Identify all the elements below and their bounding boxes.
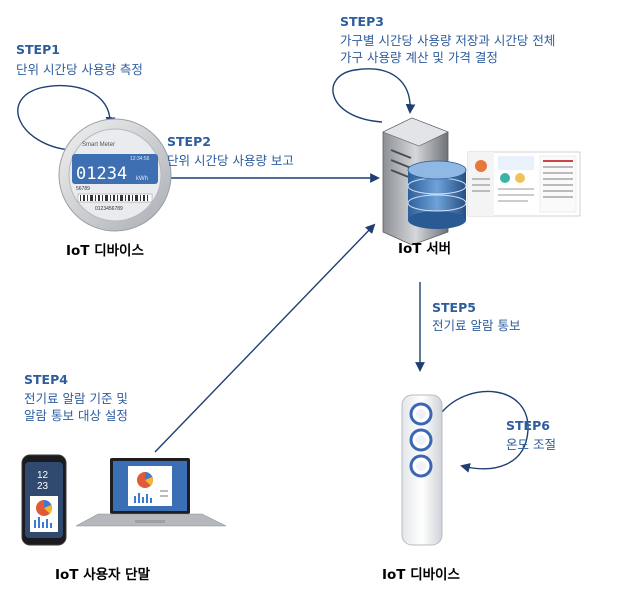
- meter-id-text: 56789: [76, 186, 90, 192]
- server-caption: IoT 서버: [398, 241, 452, 257]
- air-conditioner-icon: [401, 394, 443, 546]
- step4-title: STEP4: [24, 372, 68, 387]
- meter-serial-text: 0123456789: [95, 206, 123, 212]
- step3-desc-line1: 가구별 시간당 사용량 저장과 시간당 전체: [340, 33, 556, 48]
- meter-reading-text: 01234: [76, 164, 127, 184]
- meter-caption: IoT 디바이스: [66, 243, 144, 259]
- user-terminal-caption: IoT 사용자 단말: [55, 567, 151, 583]
- step4-desc-line1: 전기료 알람 기준 및: [24, 391, 128, 406]
- phone-clock-minute: 23: [37, 481, 49, 492]
- step2-desc: 단위 시간당 사용량 보고: [167, 153, 294, 168]
- meter-brand-text: Smart Meter: [82, 142, 115, 148]
- meter-time-text: 12:34:56: [130, 156, 150, 162]
- database-icon: [407, 160, 467, 229]
- meter-unit-text: kWh: [136, 176, 148, 182]
- laptop-icon: [75, 458, 227, 527]
- step3-desc-line2: 가구 사용량 계산 및 가격 결정: [340, 50, 498, 65]
- step1-title: STEP1: [16, 42, 60, 57]
- web-dashboard-thumbnail: [467, 151, 581, 217]
- step6-desc: 온도 조절: [506, 437, 556, 452]
- step4-arrow: [154, 223, 376, 453]
- step6-title: STEP6: [506, 418, 550, 433]
- smart-meter-icon: Smart Meter 12:34:56 01234 kWh 56789 012…: [58, 118, 172, 232]
- step6-loop-arrow: [441, 390, 529, 473]
- step2-title: STEP2: [167, 134, 211, 149]
- step1-desc: 단위 시간당 사용량 측정: [16, 62, 143, 77]
- step1-loop-arrow: [17, 84, 116, 151]
- step3-loop-arrow: [332, 68, 416, 123]
- aircon-caption: IoT 디바이스: [382, 567, 460, 583]
- smartphone-icon: 12 23: [21, 454, 67, 546]
- step5-title: STEP5: [432, 300, 476, 315]
- phone-clock-hour: 12: [37, 470, 49, 481]
- step5-desc: 전기료 알람 통보: [432, 318, 521, 333]
- step3-title: STEP3: [340, 14, 384, 29]
- step4-desc-line2: 알람 통보 대상 설정: [24, 408, 128, 423]
